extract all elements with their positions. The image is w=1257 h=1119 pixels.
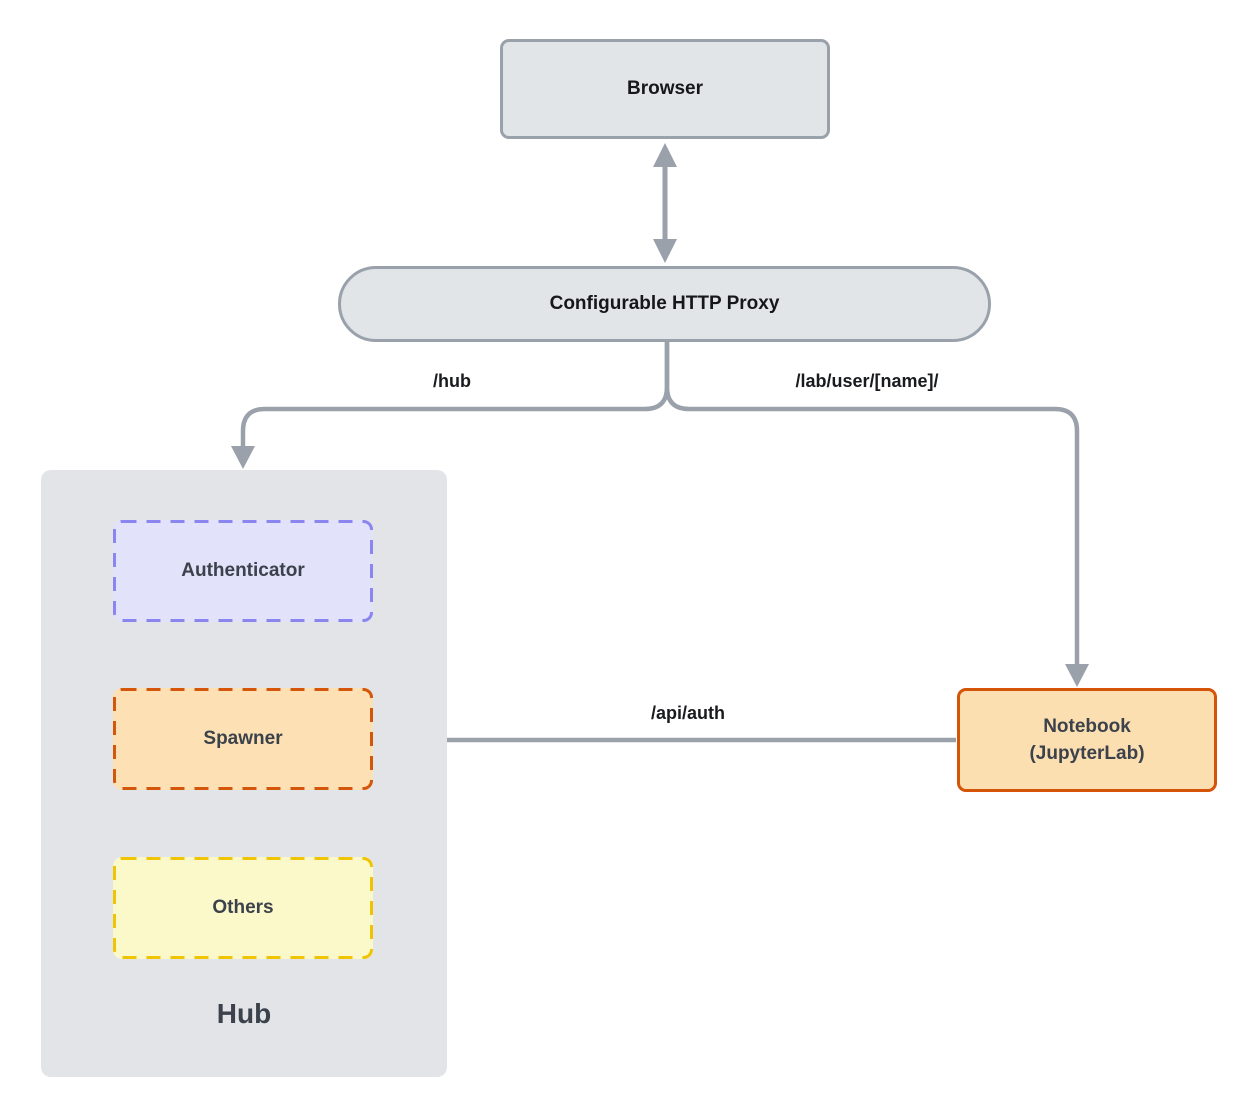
- spawner-label: Spawner: [203, 728, 283, 749]
- notebook-spawner-arrow: [376, 728, 956, 752]
- proxy-label: Configurable HTTP Proxy: [549, 293, 780, 314]
- browser-proxy-arrow: [653, 143, 677, 263]
- browser-node: Browser: [500, 39, 830, 139]
- others-label: Others: [212, 897, 274, 918]
- authenticator-label: Authenticator: [181, 560, 305, 581]
- others-dashed-border: [113, 857, 373, 959]
- edge-label-hub-path: /hub: [433, 371, 471, 391]
- spawner-dashed-border: [113, 688, 373, 790]
- proxy-notebook-connector: [664, 342, 1089, 687]
- authenticator-node: Authenticator: [113, 520, 373, 622]
- hub-container: Authenticator Spawner Others Hub: [41, 470, 447, 1077]
- browser-label: Browser: [626, 78, 704, 99]
- edge-label-lab-user-path: /lab/user/[name]/: [795, 371, 939, 391]
- others-node: Others: [113, 857, 373, 959]
- proxy-node: Configurable HTTP Proxy: [338, 266, 991, 342]
- spawner-node: Spawner: [113, 688, 373, 790]
- hub-title: Hub: [216, 998, 272, 1029]
- proxy-hub-connector: [231, 342, 670, 469]
- notebook-label: Notebook: [1043, 716, 1131, 737]
- notebook-node: Notebook (JupyterLab): [957, 688, 1217, 792]
- notebook-sublabel: (JupyterLab): [1029, 743, 1145, 764]
- authenticator-dashed-border: [113, 520, 373, 622]
- edge-label-api-auth: /api/auth: [650, 703, 726, 723]
